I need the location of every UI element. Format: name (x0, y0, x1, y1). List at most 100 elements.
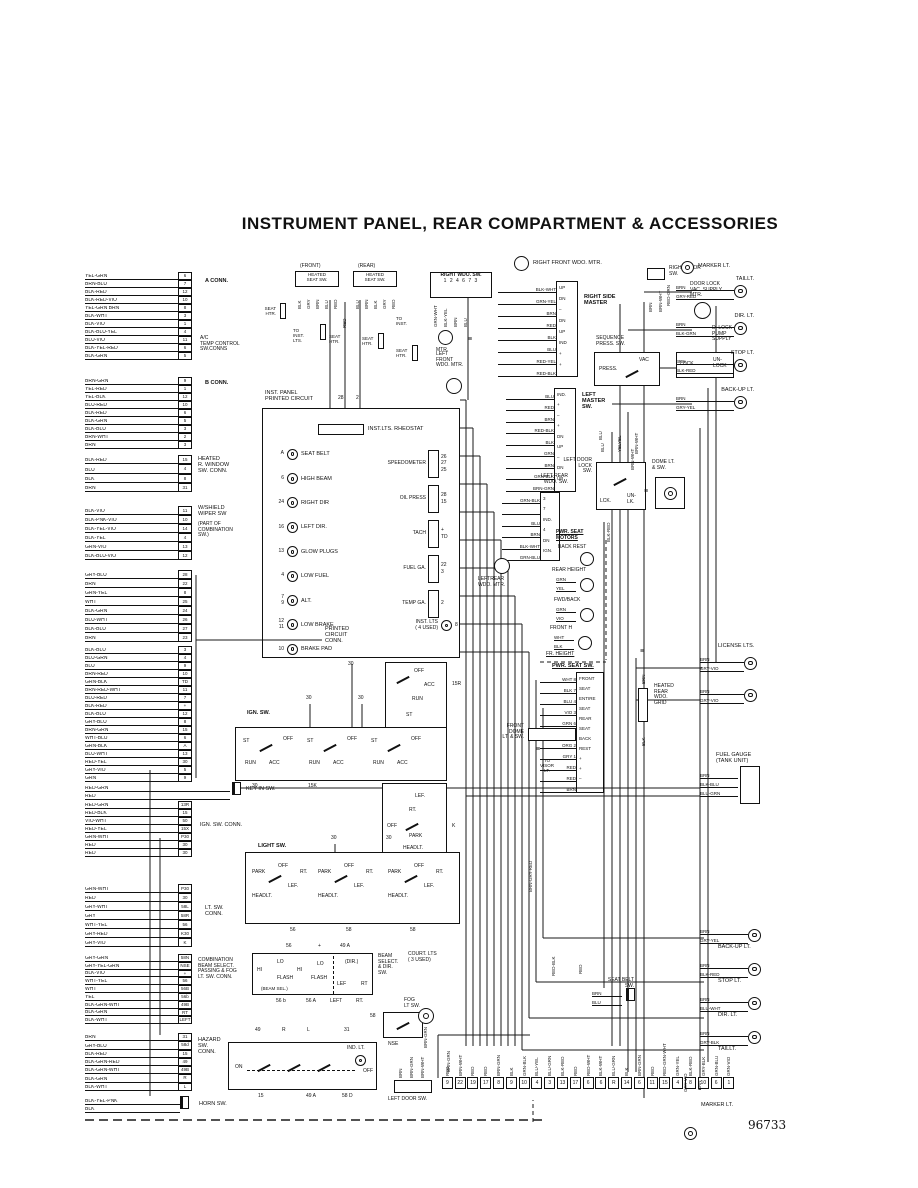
rt-label: RT (361, 981, 368, 987)
pin-number: 13 (178, 750, 192, 758)
pin-number: 6 (178, 409, 192, 417)
lamp-label: TAILLT. (718, 1046, 737, 1052)
wire-label: BLU (506, 388, 554, 400)
pin-number: 30 (178, 893, 192, 902)
red-grn-wire-label: RED-GRN (666, 285, 671, 306)
door-lock-vac-mtr-label: DOOR LOCK VAC. SUPPLY MTR. (690, 281, 723, 298)
terminal-label: UP (557, 444, 564, 450)
pin-number: 25 (178, 597, 192, 606)
pin-number: 10 (697, 1077, 709, 1089)
wire-label: BLK-YEL (85, 536, 178, 542)
pin-number: 4 (531, 1077, 543, 1089)
switch-blade (323, 743, 337, 753)
door-lock-motor-icon (694, 302, 711, 319)
ign-acc: ACC (397, 760, 408, 766)
indicator-row: 16 LEFT DIR. (268, 515, 338, 539)
pin-number: 8 (178, 718, 192, 726)
to-inst-label: TO INST. (396, 316, 408, 326)
switch-blade (387, 743, 401, 753)
wire-label: BRN (453, 317, 458, 327)
rheostat-box (318, 424, 364, 435)
vac-label: VAC (639, 357, 649, 363)
terminal-label: IGN. (543, 548, 553, 554)
pin-number: 8 (493, 1077, 505, 1089)
pin-number: K (178, 938, 192, 947)
terminal-label: IND. (557, 391, 566, 397)
hi-label: HI (297, 967, 302, 973)
gauge-row: TEMP GA. 2 (372, 586, 459, 621)
strip-column: RED 19 (467, 1028, 480, 1089)
front-heated-seat-sw: HEATED SEAT SW. (295, 271, 339, 287)
pin-number: 9 (178, 774, 192, 782)
inst-top-pin: 2 (356, 395, 359, 401)
beam-select-box: HI LO HI FLASH (BEAM SEL.) LO FLASH (DIR… (252, 953, 373, 995)
wire-label: BLK (85, 1107, 180, 1113)
pin-number: P30 (178, 884, 192, 893)
pin-15: 15 (258, 1093, 264, 1099)
window-motor-icon (438, 330, 453, 345)
pin-49a: 49 A (340, 943, 351, 949)
light-sw-group: PARK OFF RT. LEF. HEADLT. (318, 862, 380, 914)
strip-column: BLK-RED 8 (684, 1028, 697, 1089)
right-wdo-sw-pins: 1 2 4 6 7 3 (443, 277, 479, 284)
rt-label: RT. (366, 869, 374, 875)
wire-label: GRY-BLK (700, 1037, 748, 1046)
left-rear-wdo-motor-icon (494, 558, 510, 574)
wire-label: BRN-RED-WHT (85, 688, 178, 694)
marker-lt-label: MARKER LT. (701, 1102, 733, 1108)
rt-label: RT. (409, 807, 417, 813)
seat-heater-resistor (280, 303, 286, 319)
pin-number: 30 (178, 841, 192, 849)
pin-number: 49 (178, 1057, 192, 1067)
k-pin: K (452, 823, 456, 829)
left-door-sw-box (394, 1080, 432, 1093)
lef-label: LEF. (354, 883, 365, 889)
pin-nse: NSE (388, 1041, 399, 1047)
lamp-icon (748, 996, 761, 1010)
wire-label: BLK-WHT (498, 281, 556, 293)
switch-blade (404, 874, 418, 884)
wiper-label: W/SHIELD WIPER SW (198, 505, 227, 517)
wire-label: VIO (556, 613, 576, 622)
pin-number: 6 (633, 1077, 645, 1089)
gauge-pins: + TD (441, 527, 448, 540)
terminal-label: 3 (543, 495, 546, 501)
park-label: PARK (252, 869, 266, 875)
wire-label: BRN (85, 582, 178, 588)
indicator-label: LOW FUEL (301, 573, 330, 580)
inst-lts-label: INST. LTS ( 4 USED) (415, 619, 438, 631)
pin-number: 58N (178, 954, 192, 962)
ac-temp-label: A/C TEMP CONTROL SW.CONNS (200, 335, 240, 352)
pwr-seat-motors-label: PWR. SEAT MOTORS (556, 529, 584, 541)
wire-label: BLK-RED (560, 1056, 566, 1076)
wire-label: GRN-BLU (502, 550, 540, 561)
ground-icon: ≡ (536, 746, 541, 753)
pin-number: 11 (178, 686, 192, 694)
ign-run: RUN (245, 760, 256, 766)
wire-label: BLU-YEL (534, 1057, 540, 1076)
wire-label: BLK-RED (85, 290, 178, 296)
seat-htr-label: SEAT HTR. (264, 306, 276, 316)
wire-label: GRN (556, 574, 576, 583)
wire-label: BLU-GRN (611, 1055, 617, 1076)
marker-lt-label: MARKER LT. (698, 263, 730, 269)
left-door-sw-label: LEFT DOOR SW. (388, 1096, 428, 1102)
wire-label: BRN-BLU (85, 282, 178, 288)
strip-column: RED 11 (646, 1028, 659, 1089)
pin-number: 4 (281, 572, 284, 579)
pin-number: 6 (178, 272, 192, 280)
pin-number: TD (178, 678, 192, 686)
wire-label: GRN-BLK (85, 744, 178, 750)
pin-number: P30 (178, 833, 192, 841)
pin-number: 12 (178, 393, 192, 401)
